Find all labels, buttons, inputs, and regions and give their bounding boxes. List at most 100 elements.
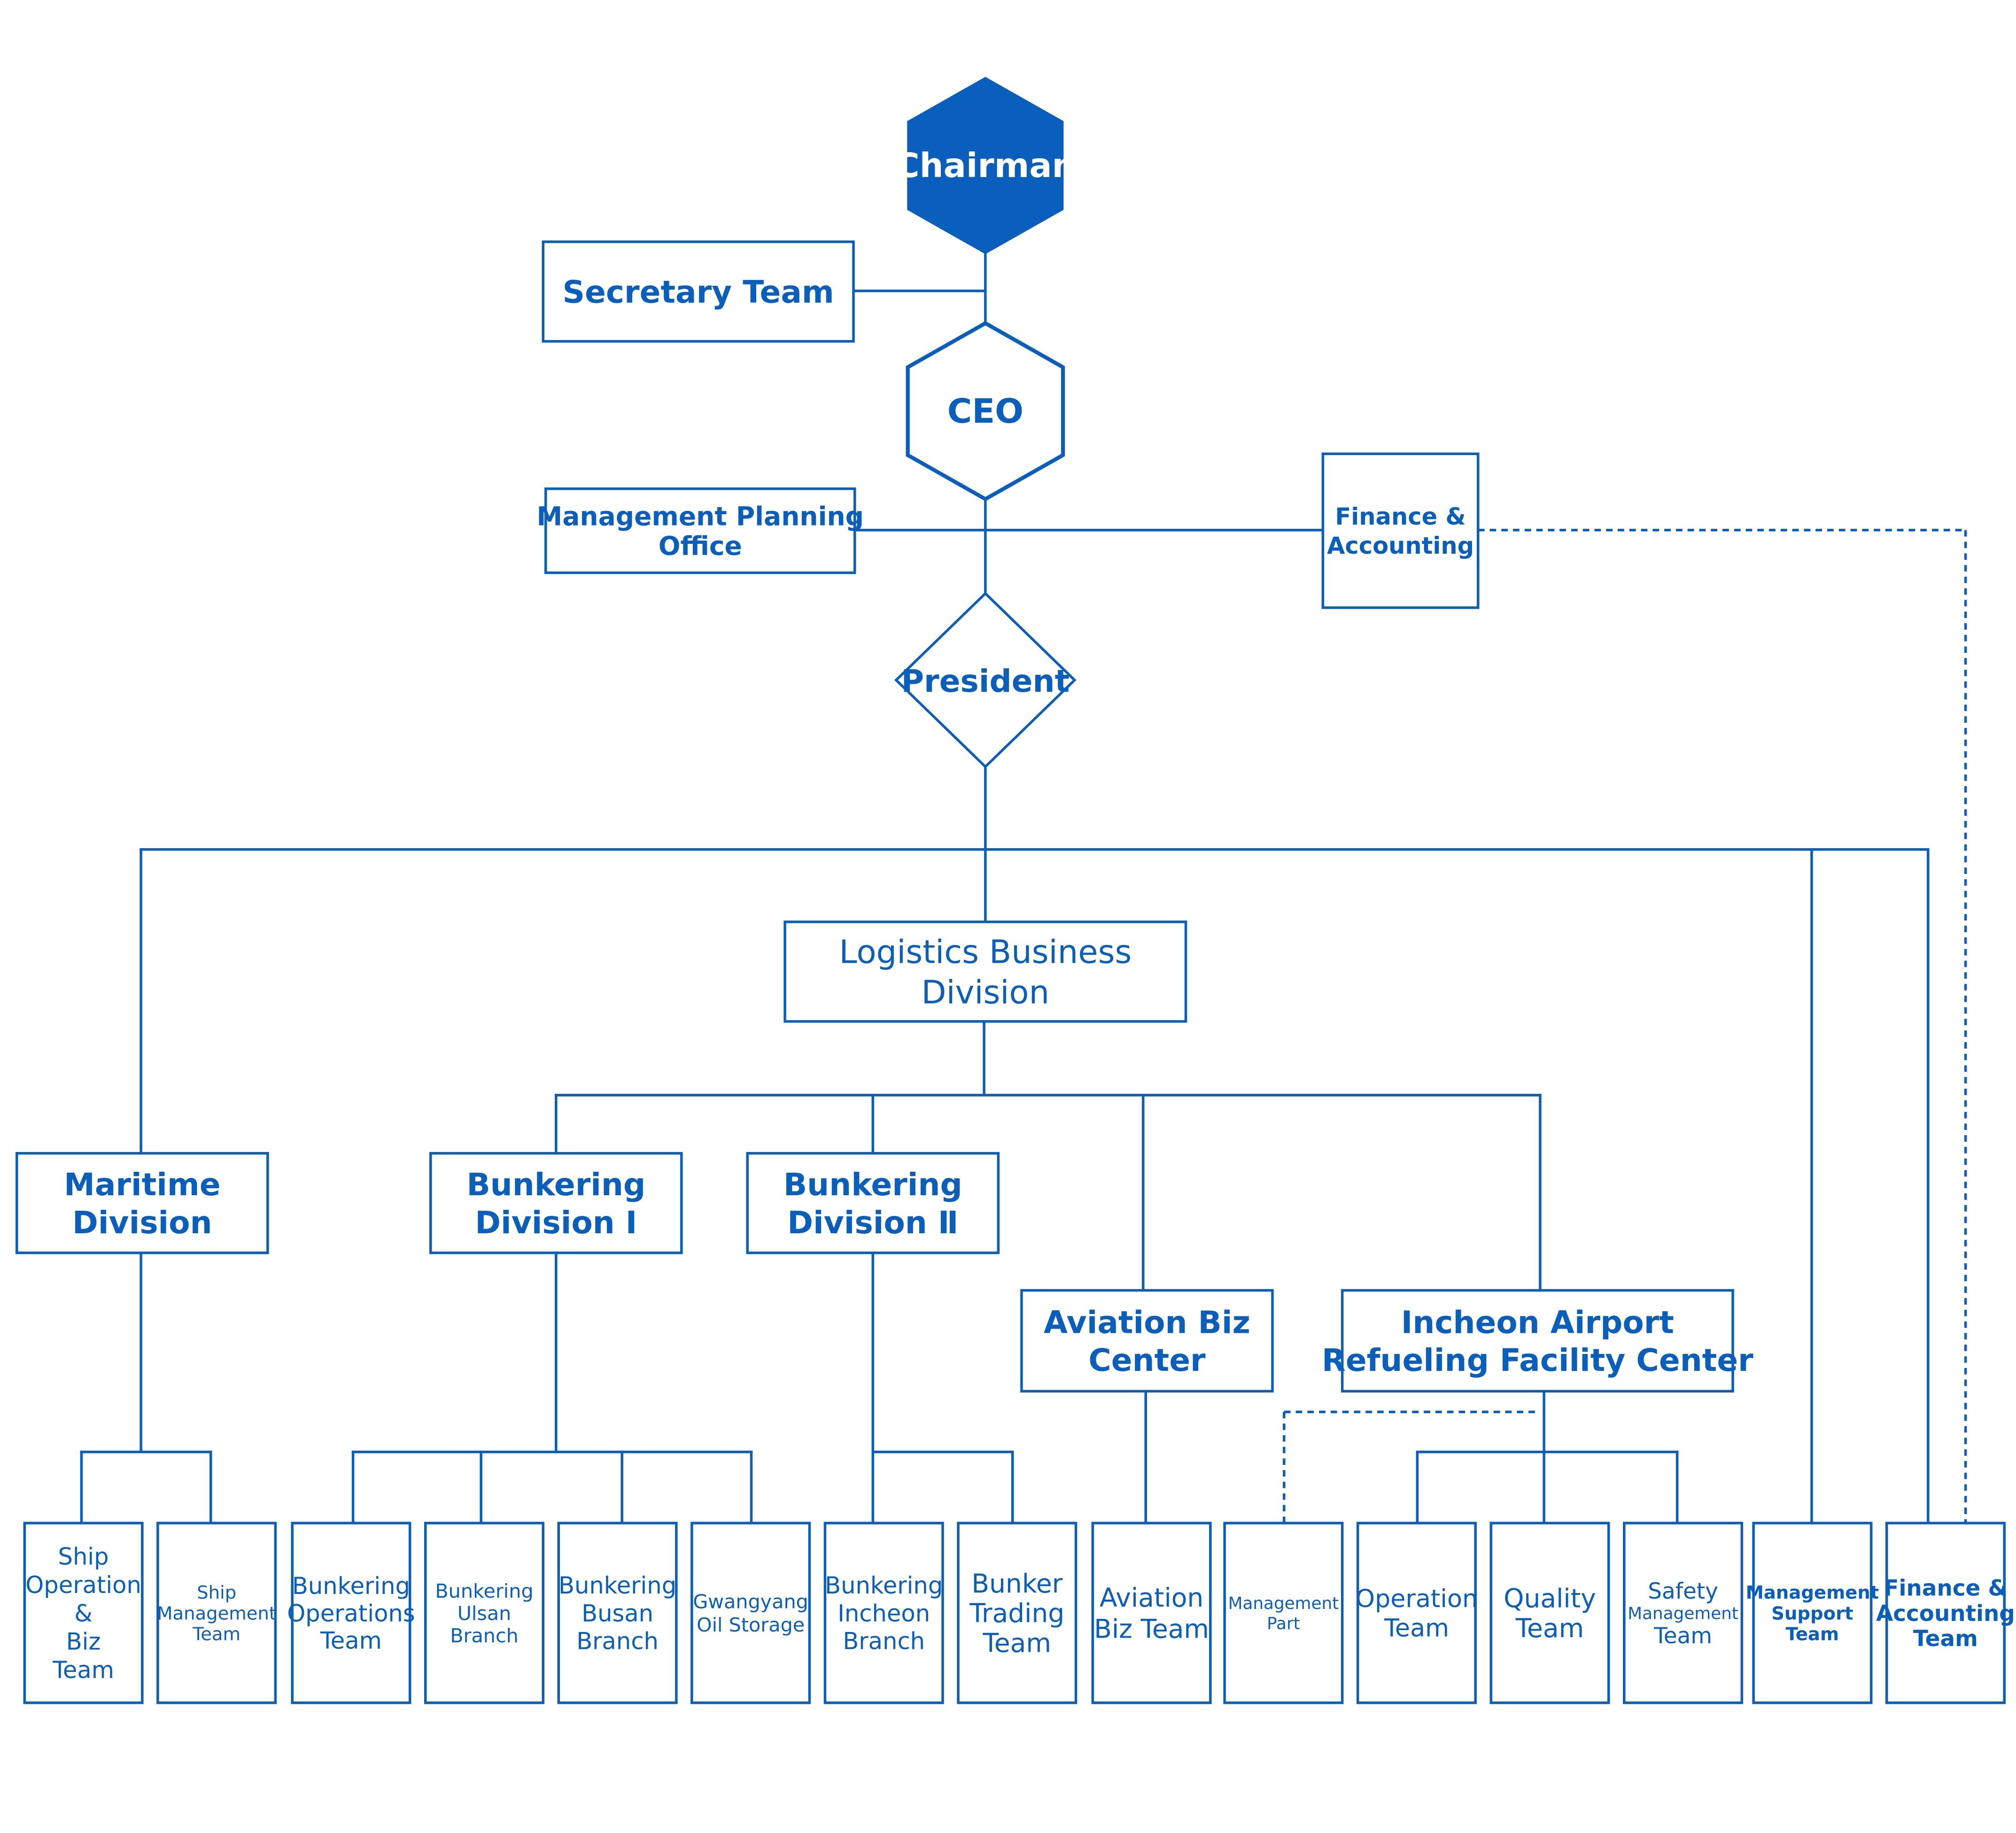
bunkering-division-2-box-line-1: Division Ⅱ xyxy=(787,1205,958,1241)
bunkering-ulsan-branch-line-1: Ulsan xyxy=(457,1602,512,1624)
president-node-label: President xyxy=(901,663,1070,699)
bunkering-division-1-box-frame xyxy=(429,1152,683,1254)
secretary-team-box: Secretary Team xyxy=(542,240,855,343)
finance-accounting-team-line-0: Finance & xyxy=(1884,1576,2008,1601)
operation-team-line-1: Team xyxy=(1384,1614,1449,1643)
ship-management-team-line-2: Team xyxy=(192,1624,240,1645)
bunkering-busan-branch-line-2: Branch xyxy=(576,1628,659,1655)
ship-operation-team-line-4: Team xyxy=(52,1656,114,1684)
finance-accounting-team-line-2: Team xyxy=(1913,1626,1978,1652)
bunkering-operations-team-line-0: Bunkering xyxy=(292,1572,410,1600)
aviation-biz-team-frame xyxy=(1091,1522,1212,1704)
ship-management-team-frame xyxy=(156,1522,277,1704)
operation-team-frame xyxy=(1356,1522,1477,1704)
bunker-trading-team-frame xyxy=(957,1522,1078,1704)
quality-team-line-0: Quality xyxy=(1504,1584,1596,1614)
aviation-biz-center-box-frame xyxy=(1020,1289,1274,1393)
management-support-team-line-0: Management xyxy=(1746,1582,1879,1603)
connector-lines xyxy=(80,251,1967,1524)
management-planning-box-line-0: Management Planning xyxy=(536,501,864,531)
bunkering-ulsan-branch-line-0: Bunkering xyxy=(435,1580,533,1602)
management-planning-box-line-1: Office xyxy=(659,531,742,561)
finance-accounting-box-frame xyxy=(1321,452,1480,609)
maritime-division-box-line-1: Division xyxy=(72,1205,212,1241)
ship-operation-team-line-0: Ship xyxy=(58,1543,109,1570)
ship-management-team-line-1: Management xyxy=(157,1603,276,1624)
bunkering-operations-team-line-2: Team xyxy=(320,1627,382,1655)
ship-operation-team-line-1: Operation xyxy=(25,1571,141,1599)
gwangyang-oil-storage-line-1: Oil Storage xyxy=(697,1614,805,1636)
bunkering-ulsan-branch-frame xyxy=(424,1522,545,1704)
management-support-team-frame xyxy=(1752,1522,1873,1704)
ceo-node-shape xyxy=(906,321,1065,502)
management-part-line-1: Part xyxy=(1267,1614,1300,1633)
incheon-airport-center-box-frame xyxy=(1341,1289,1734,1393)
bunkering-division-1-box-line-1: Division Ⅰ xyxy=(475,1205,637,1241)
secretary-team-box-frame xyxy=(542,240,855,343)
operation-team-line-0: Operation xyxy=(1356,1585,1478,1613)
finance-accounting-box-line-0: Finance & xyxy=(1335,503,1465,530)
bunkering-operations-team-line-1: Operations xyxy=(287,1600,415,1627)
gwangyang-oil-storage-line-0: Gwangyang xyxy=(693,1591,808,1613)
bunkering-incheon-branch-line-1: Incheon xyxy=(837,1600,930,1627)
aviation-biz-center-box-line-1: Center xyxy=(1088,1342,1206,1378)
management-support-team-line-2: Team xyxy=(1786,1624,1839,1645)
maritime-division-box-line-0: Maritime xyxy=(64,1167,220,1203)
safety-management-team-line-2: Team xyxy=(1653,1624,1712,1649)
president-node-shape xyxy=(894,591,1077,769)
ceo-node-label: CEO xyxy=(947,392,1024,431)
management-planning-box-frame xyxy=(544,487,856,574)
bunkering-busan-branch-line-1: Busan xyxy=(582,1600,653,1627)
bunkering-division-2-box-line-0: Bunkering xyxy=(783,1167,962,1203)
ship-operation-team-line-3: Biz xyxy=(66,1628,101,1655)
maritime-division-box-frame xyxy=(16,1152,269,1254)
bunkering-busan-branch-line-0: Bunkering xyxy=(558,1572,676,1599)
aviation-biz-center-box-line-0: Aviation Biz xyxy=(1044,1304,1250,1340)
aviation-biz-team-line-0: Aviation xyxy=(1100,1583,1203,1613)
gwangyang-oil-storage-frame xyxy=(690,1522,811,1704)
chairman-node: Chairman xyxy=(895,77,1076,255)
bunkering-operations-team-frame xyxy=(291,1522,411,1704)
bunker-trading-team-line-0: Bunker xyxy=(971,1569,1062,1599)
bunkering-incheon-branch-frame xyxy=(823,1522,944,1704)
finance-accounting-team-frame xyxy=(1885,1522,2006,1704)
bunkering-busan-branch-frame xyxy=(557,1522,678,1704)
bunkering-division-2-box-frame xyxy=(746,1152,1000,1254)
ship-operation-team-line-2: & xyxy=(74,1600,93,1627)
chairman-node-shape xyxy=(907,77,1064,255)
bunkering-division-1-box-line-0: Bunkering xyxy=(466,1167,645,1203)
incheon-airport-center-box-line-1: Refueling Facility Center xyxy=(1322,1342,1753,1378)
bunkering-incheon-branch-line-2: Branch xyxy=(843,1628,925,1655)
chairman-node-label: Chairman xyxy=(895,146,1076,185)
safety-management-team-line-0: Safety xyxy=(1648,1579,1718,1604)
safety-management-team-line-1: Management xyxy=(1628,1604,1738,1623)
bunker-trading-team-line-1: Trading xyxy=(969,1598,1064,1628)
management-part-frame xyxy=(1223,1522,1344,1704)
aviation-biz-team-line-1: Biz Team xyxy=(1094,1614,1209,1644)
president-node: President xyxy=(894,591,1077,769)
finance-accounting-team-line-1: Accounting xyxy=(1876,1601,2015,1626)
